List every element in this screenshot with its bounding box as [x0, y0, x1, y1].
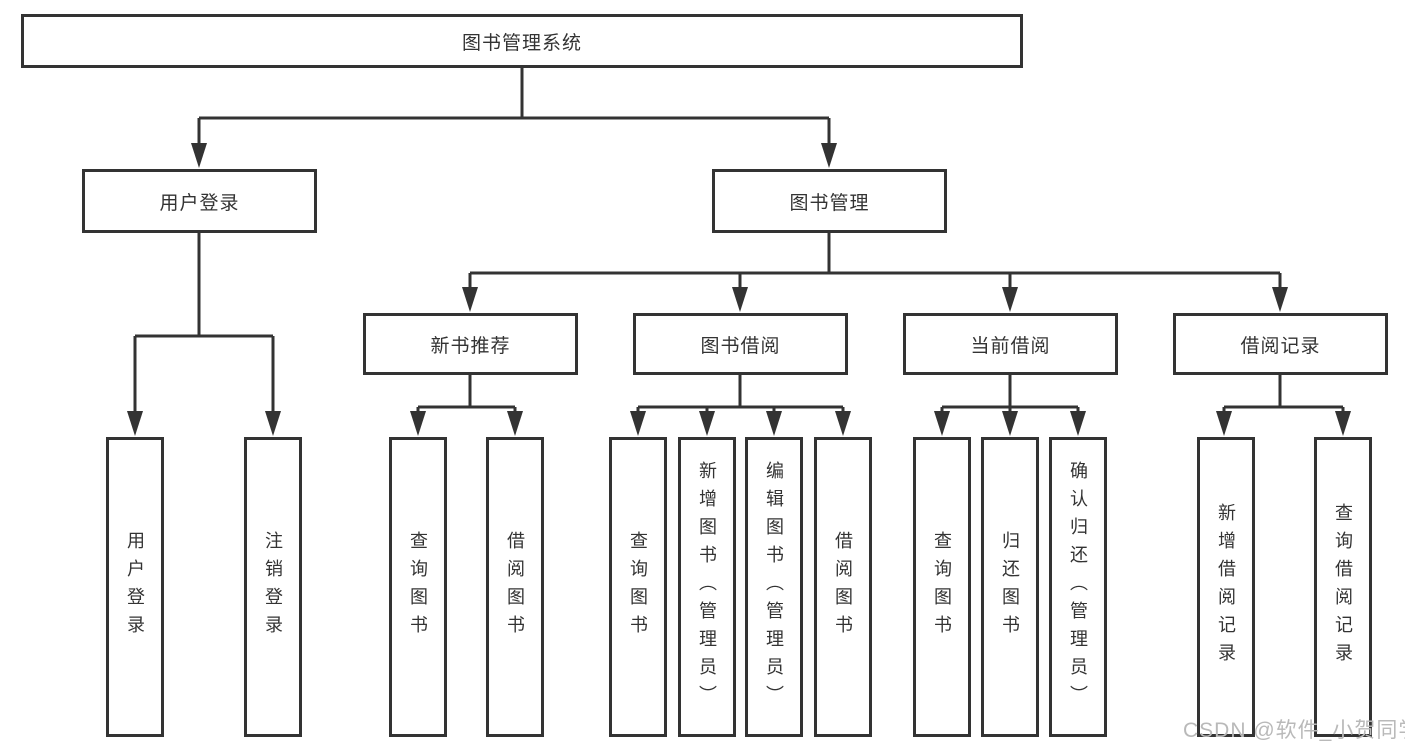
arrowhead-nb-leaf2 [507, 411, 523, 436]
leaf-bb-borrow-books: 借阅图书 [814, 437, 872, 737]
leaf-bb-edit-books-admin: 编辑图书（管理员） [745, 437, 803, 737]
node-book-borrow-label: 图书借阅 [700, 335, 781, 357]
leaf-cb-query-books: 查询图书 [913, 437, 971, 737]
arrowhead-br-leaf1 [1216, 411, 1232, 436]
leaf-user-login: 用户登录 [106, 437, 164, 737]
arrowhead-cb-leaf1 [934, 411, 950, 436]
leaf-bb-query-books-label: 查询图书 [628, 531, 648, 643]
node-root-label: 图书管理系统 [461, 32, 582, 54]
arrowhead-book-mgmt [821, 143, 837, 168]
node-current-borrow: 当前借阅 [903, 313, 1118, 375]
leaf-nb-query-books: 查询图书 [389, 437, 447, 737]
leaf-nb-borrow-books: 借阅图书 [486, 437, 544, 737]
arrowhead-bb-leaf1 [630, 411, 646, 436]
node-book-borrow: 图书借阅 [633, 313, 848, 375]
csdn-watermark: CSDN @软件_小贺同学 [1183, 719, 1405, 742]
leaf-cb-return-books: 归还图书 [981, 437, 1039, 737]
node-current-borrow-label: 当前借阅 [970, 335, 1051, 357]
arrowhead-leaf-login [127, 411, 143, 436]
node-borrow-records: 借阅记录 [1173, 313, 1388, 375]
leaf-logout: 注销登录 [244, 437, 302, 737]
leaf-cb-query-books-label: 查询图书 [932, 531, 952, 643]
leaf-cb-confirm-return-admin: 确认归还（管理员） [1049, 437, 1107, 737]
leaf-cb-return-books-label: 归还图书 [1000, 531, 1020, 643]
arrowhead-borrow-records [1272, 287, 1288, 312]
arrowhead-user-login [191, 143, 207, 168]
leaf-user-login-label: 用户登录 [125, 531, 145, 643]
node-user-login: 用户登录 [82, 169, 317, 233]
arrowhead-cb-leaf2 [1002, 411, 1018, 436]
leaf-br-query-record: 查询借阅记录 [1314, 437, 1372, 737]
arrowhead-nb-leaf1 [410, 411, 426, 436]
leaf-br-add-record-label: 新增借阅记录 [1216, 503, 1236, 671]
leaf-bb-add-books-admin: 新增图书（管理员） [678, 437, 736, 737]
node-new-book-recommend: 新书推荐 [363, 313, 578, 375]
node-borrow-records-label: 借阅记录 [1240, 335, 1321, 357]
arrowhead-leaf-logout [265, 411, 281, 436]
leaf-cb-confirm-return-admin-label: 确认归还（管理员） [1068, 461, 1088, 713]
leaf-bb-edit-books-admin-label: 编辑图书（管理员） [764, 461, 784, 713]
leaf-bb-borrow-books-label: 借阅图书 [833, 531, 853, 643]
leaf-nb-query-books-label: 查询图书 [408, 531, 428, 643]
node-new-book-recommend-label: 新书推荐 [430, 335, 511, 357]
arrowhead-bb-leaf2 [699, 411, 715, 436]
node-book-mgmt-label: 图书管理 [789, 192, 870, 214]
leaf-bb-query-books: 查询图书 [609, 437, 667, 737]
leaf-logout-label: 注销登录 [263, 531, 283, 643]
arrowhead-bb-leaf4 [835, 411, 851, 436]
node-book-mgmt: 图书管理 [712, 169, 947, 233]
leaf-br-add-record: 新增借阅记录 [1197, 437, 1255, 737]
node-root: 图书管理系统 [21, 14, 1023, 68]
arrowhead-book-borrow [732, 287, 748, 312]
leaf-br-query-record-label: 查询借阅记录 [1333, 503, 1353, 671]
arrowhead-current-borrow [1002, 287, 1018, 312]
arrowhead-cb-leaf3 [1070, 411, 1086, 436]
leaf-bb-add-books-admin-label: 新增图书（管理员） [697, 461, 717, 713]
node-user-login-label: 用户登录 [159, 192, 240, 214]
arrowhead-br-leaf2 [1335, 411, 1351, 436]
arrowhead-bb-leaf3 [766, 411, 782, 436]
arrowhead-new-book [462, 287, 478, 312]
leaf-nb-borrow-books-label: 借阅图书 [505, 531, 525, 643]
